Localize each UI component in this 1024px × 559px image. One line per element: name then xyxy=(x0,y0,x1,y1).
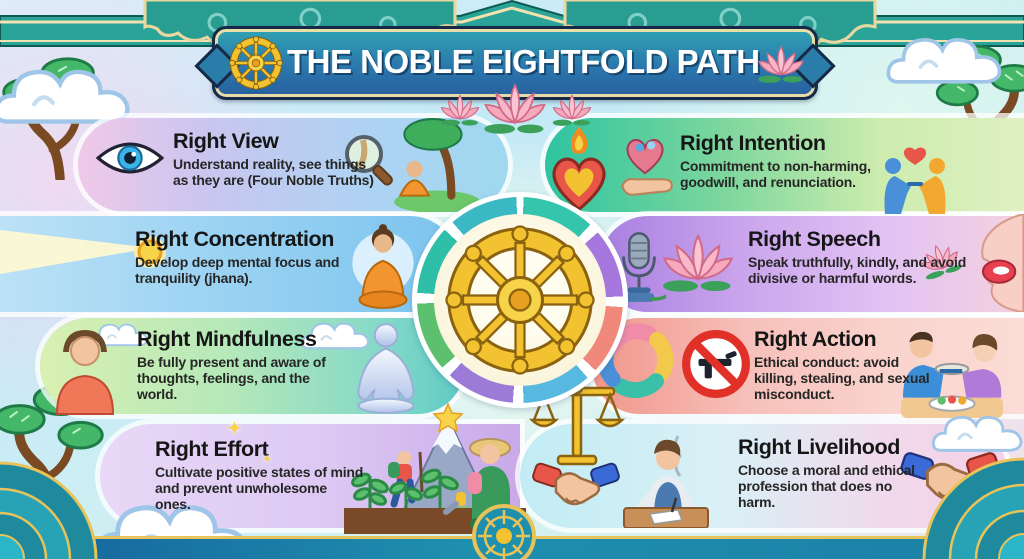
lotus-icon xyxy=(550,92,594,126)
sparkle: ✦ xyxy=(262,452,273,466)
section-description: Commitment to non-harming, goodwill, and… xyxy=(680,158,871,190)
meditating-buddha-icon xyxy=(352,224,414,309)
section-title: Right Concentration xyxy=(135,227,335,251)
section-title: Right View xyxy=(173,129,279,153)
right-concentration-text: Right Concentration Develop deep mental … xyxy=(135,227,350,287)
lotus-trio xyxy=(438,80,594,132)
handshake-icon xyxy=(532,462,620,506)
dharma-wheel-icon xyxy=(229,36,283,90)
section-title: Right Intention xyxy=(680,131,826,155)
center-hub xyxy=(412,192,628,408)
cloud xyxy=(880,28,1010,94)
section-description: Choose a moral and ethical profession th… xyxy=(738,462,915,510)
lotus-icon xyxy=(438,92,482,126)
right-livelihood-text: Right Livelihood Choose a moral and ethi… xyxy=(738,435,918,511)
section-description: Ethical conduct: avoid killing, stealing… xyxy=(754,354,930,402)
section-title: Right Livelihood xyxy=(738,435,900,459)
eye-icon xyxy=(96,142,164,174)
section-title: Right Effort xyxy=(155,437,269,461)
two-people-heart-icon xyxy=(884,147,946,214)
section-description: Develop deep mental focus and tranquilit… xyxy=(135,254,340,286)
lotus-icon xyxy=(755,43,807,83)
people-sharing-food-icon xyxy=(900,331,1004,418)
section-title: Right Speech xyxy=(748,227,881,251)
infographic-title: THE NOBLE EIGHTFOLD PATH xyxy=(287,43,760,80)
lotus-icon xyxy=(480,80,550,134)
microphone-icon xyxy=(622,232,666,302)
section-description: Understand reality, see things as they a… xyxy=(173,156,374,188)
monk-under-tree-icon xyxy=(394,118,480,212)
person-icon xyxy=(55,330,115,415)
right-intention-text: Right Intention Commitment to non-harmin… xyxy=(680,131,895,191)
medallion-icon xyxy=(472,504,536,559)
person-writing-icon xyxy=(623,435,709,528)
no-weapons-sign-icon xyxy=(682,330,750,398)
section-description: Be fully present and aware of thoughts, … xyxy=(137,354,326,402)
right-mindfulness-text: Right Mindfulness Be fully present and a… xyxy=(137,327,342,403)
section-description: Cultivate positive states of mind and pr… xyxy=(155,464,364,512)
right-effort-text: Right Effort Cultivate positive states o… xyxy=(155,437,365,513)
magnifier-icon xyxy=(345,135,393,186)
dharma-wheel-icon xyxy=(445,225,595,375)
flaming-heart-icon xyxy=(552,126,606,212)
section-title: Right Action xyxy=(754,327,877,351)
sparkle: ✦ xyxy=(226,418,243,440)
section-title: Right Mindfulness xyxy=(137,327,317,351)
hand-holding-heart-icon xyxy=(621,138,673,196)
right-action-text: Right Action Ethical conduct: avoid kill… xyxy=(754,327,934,403)
wave-ornament-bottom-left xyxy=(0,461,98,559)
light-beam-icon xyxy=(0,230,166,274)
meditating-silhouette-icon xyxy=(357,323,415,414)
section-description: Speak truthfully, kindly, and avoid divi… xyxy=(748,254,967,286)
right-view-text: Right View Understand reality, see thing… xyxy=(173,129,378,189)
wave-ornament-bottom-right xyxy=(922,457,1024,559)
lotus-icon xyxy=(658,230,738,292)
speaking-lips-icon xyxy=(981,214,1024,312)
right-speech-text: Right Speech Speak truthfully, kindly, a… xyxy=(748,227,973,287)
